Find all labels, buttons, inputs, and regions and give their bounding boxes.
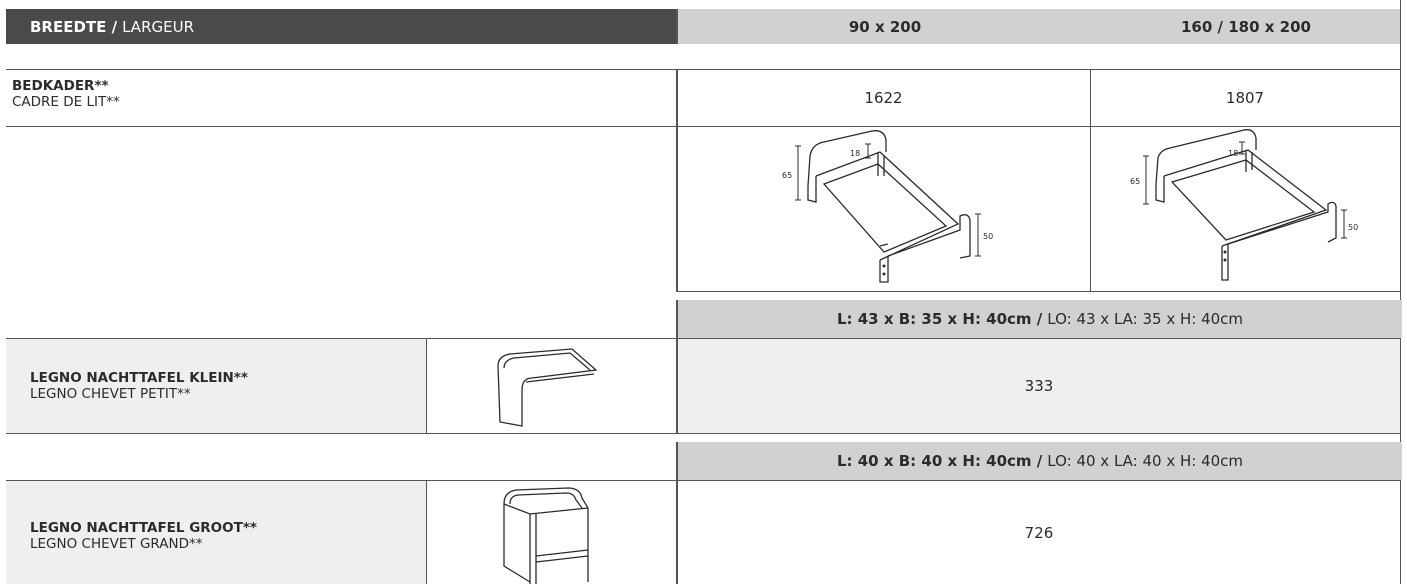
nachttafel-klein-name-fr: LEGNO CHEVET PETIT** (30, 386, 191, 402)
size-col-90: 90 x 200 (848, 17, 922, 36)
nachttafel-klein-price: 333 (1024, 377, 1054, 395)
column-divider (676, 69, 678, 292)
nachttafel-groot-name: LEGNO NACHTTAFEL GROOT** LEGNO CHEVET GR… (30, 520, 257, 552)
bedkader-price-160: 1807 (1225, 89, 1265, 107)
nachttafel-groot-dimensions: L: 40 x B: 40 x H: 40cm / LO: 40 x LA: 4… (676, 442, 1402, 480)
dim-18: 18 (1228, 149, 1238, 158)
column-divider (676, 300, 678, 434)
bedkader-price-90: 1622 (864, 89, 903, 107)
row-background (678, 339, 1400, 433)
dim-65: 65 (782, 171, 792, 180)
divider (6, 126, 1400, 127)
divider (6, 433, 1400, 434)
dim-50: 50 (983, 232, 993, 241)
dims-fr: LO: 40 x LA: 40 x H: 40cm (1047, 452, 1244, 470)
divider (676, 291, 1400, 292)
row-background (6, 481, 426, 584)
bed-frame-double-icon: 65 18 50 (1130, 129, 1358, 281)
divider (6, 69, 1400, 70)
nachttafel-klein-name-nl: LEGNO NACHTTAFEL KLEIN** (30, 370, 248, 386)
nachttafel-klein-name: LEGNO NACHTTAFEL KLEIN** LEGNO CHEVET PE… (30, 370, 248, 402)
width-label-nl: BREEDTE / (30, 17, 118, 36)
nachttafel-groot-name-nl: LEGNO NACHTTAFEL GROOT** (30, 520, 257, 536)
nachttafel-klein-dimensions: L: 43 x B: 35 x H: 40cm / LO: 43 x LA: 3… (676, 300, 1402, 338)
size-col-160: 160 / 180 x 200 (1181, 17, 1311, 36)
width-label-fr: LARGEUR (122, 17, 194, 36)
dim-50: 50 (1348, 223, 1358, 232)
nachttafel-groot-price: 726 (1024, 523, 1054, 542)
small-nightstand-icon (497, 348, 598, 427)
dims-nl: L: 43 x B: 35 x H: 40cm / (836, 310, 1043, 328)
bed-frame-single-icon: 65 18 50 (782, 130, 993, 283)
right-border (1400, 0, 1401, 584)
bedkader-name: BEDKADER** CADRE DE LIT** (12, 78, 120, 110)
bedkader-name-fr: CADRE DE LIT** (12, 94, 120, 110)
large-nightstand-icon (503, 487, 589, 584)
divider (6, 480, 1400, 481)
divider (6, 338, 1400, 339)
dim-65: 65 (1130, 177, 1140, 186)
column-divider (426, 338, 427, 434)
column-divider (1090, 69, 1091, 292)
bedkader-name-nl: BEDKADER** (12, 78, 109, 94)
dims-fr: LO: 43 x LA: 35 x H: 40cm (1047, 310, 1244, 328)
dims-nl: L: 40 x B: 40 x H: 40cm / (836, 452, 1043, 470)
dim-18: 18 (850, 149, 860, 158)
nachttafel-groot-name-fr: LEGNO CHEVET GRAND** (30, 536, 203, 552)
width-header-label: BREEDTE / LARGEUR (6, 9, 676, 44)
size-header: 90 x 200 160 / 180 x 200 (676, 9, 1400, 44)
column-divider (426, 480, 427, 584)
column-divider (676, 442, 678, 584)
